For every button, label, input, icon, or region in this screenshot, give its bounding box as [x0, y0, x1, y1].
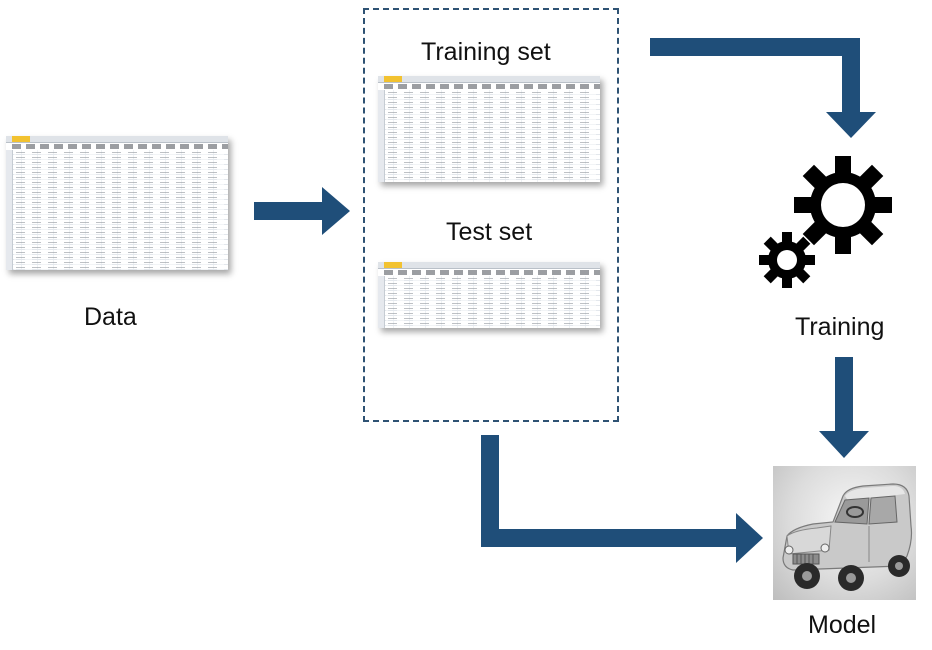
spreadsheet-toolbar: [378, 76, 600, 83]
spreadsheet-toolbar: [378, 262, 600, 269]
training-label: Training: [795, 313, 885, 341]
arrow-test-set-to-model: [481, 435, 763, 563]
gears-icon: [759, 156, 892, 288]
spreadsheet-header-row: [12, 144, 228, 149]
arrow-data-to-split: [254, 187, 350, 235]
training-set-spreadsheet: [378, 76, 600, 182]
test-set-spreadsheet: [378, 262, 600, 328]
spreadsheet-tab: [12, 136, 30, 142]
arrow-training-to-model: [819, 357, 869, 458]
model-label: Model: [808, 611, 877, 639]
spreadsheet-header-row: [384, 84, 600, 89]
spreadsheet-header-row: [384, 270, 600, 275]
spreadsheet-rows: [378, 276, 600, 328]
spreadsheet-toolbar: [6, 136, 228, 143]
car-icon: [782, 483, 913, 591]
test-set-label: Test set: [446, 218, 533, 246]
split-container: [363, 8, 619, 422]
data-spreadsheet: [6, 136, 228, 270]
spreadsheet-rows: [378, 90, 600, 182]
data-label: Data: [84, 303, 137, 331]
spreadsheet-rows: [6, 150, 228, 270]
model-image: [773, 466, 916, 600]
spreadsheet-tab: [384, 262, 402, 268]
training-set-label: Training set: [421, 38, 551, 66]
arrow-training-set-to-training: [650, 38, 876, 138]
spreadsheet-tab: [384, 76, 402, 82]
